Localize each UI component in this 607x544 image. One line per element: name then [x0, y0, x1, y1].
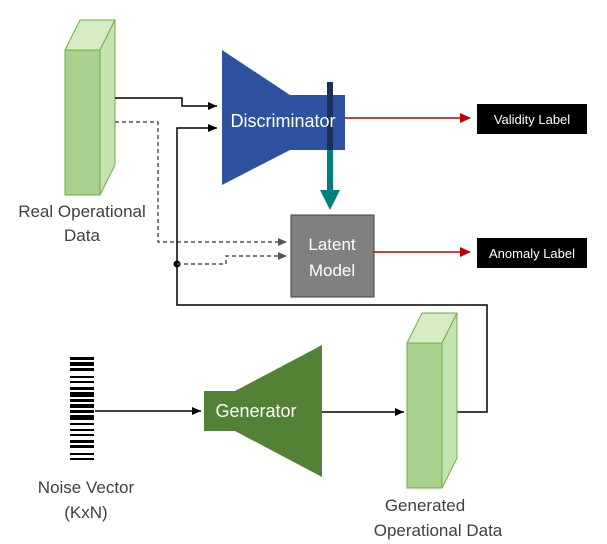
barcode-bar: [70, 399, 94, 402]
barcode-bar: [70, 440, 94, 443]
barcode-bar: [70, 434, 94, 436]
real-data-label-line2: Data: [64, 226, 100, 245]
barcode-bar: [70, 376, 94, 378]
real-data-label-line1: Real Operational: [18, 202, 146, 221]
generator-block: [204, 345, 322, 477]
generated-data-slab: [406, 312, 458, 489]
barcode-bar: [70, 458, 94, 460]
real-to-discriminator-arrow: [115, 97, 217, 110]
real-data-slab: [64, 19, 116, 196]
generated-data-label-line1: Generated: [385, 496, 465, 515]
barcode-bar: [70, 362, 94, 366]
noise-vector-barcode: [70, 357, 94, 460]
barcode-bar: [70, 392, 94, 397]
latent-model-label-line2: Model: [309, 261, 355, 280]
barcode-bar: [70, 387, 94, 390]
barcode-bar: [70, 445, 94, 448]
validity-label-box: [477, 104, 587, 134]
real-to-latent-arrow: [115, 121, 287, 246]
anomaly-label-box: [477, 238, 587, 268]
generated-to-latent-arrow: [177, 252, 287, 265]
barcode-bar: [70, 381, 94, 383]
barcode-bar: [70, 368, 94, 371]
latent-model-label-line1: Latent: [308, 235, 356, 254]
latent-model-block: [290, 214, 375, 298]
validity-label-text: Validity Label: [494, 112, 570, 127]
barcode-bar: [70, 453, 94, 455]
generated-data-label-line2: Operational Data: [374, 521, 503, 540]
noise-vector-label-line2: (KxN): [64, 503, 107, 522]
discriminator-block: [222, 50, 345, 185]
barcode-bar: [70, 423, 94, 425]
generated-to-discriminator-arrow: [176, 124, 488, 413]
barcode-bar: [70, 404, 94, 408]
anomaly-label-text: Anomaly Label: [489, 246, 575, 261]
barcode-bar: [70, 429, 94, 431]
feature-arrow: [320, 150, 340, 210]
generator-label: Generator: [215, 401, 296, 421]
noise-vector-label-line1: Noise Vector: [38, 478, 135, 497]
discriminator-label: Discriminator: [230, 111, 335, 131]
barcode-bar: [70, 357, 94, 360]
barcode-bar: [70, 410, 94, 413]
barcode-bar: [70, 415, 94, 420]
